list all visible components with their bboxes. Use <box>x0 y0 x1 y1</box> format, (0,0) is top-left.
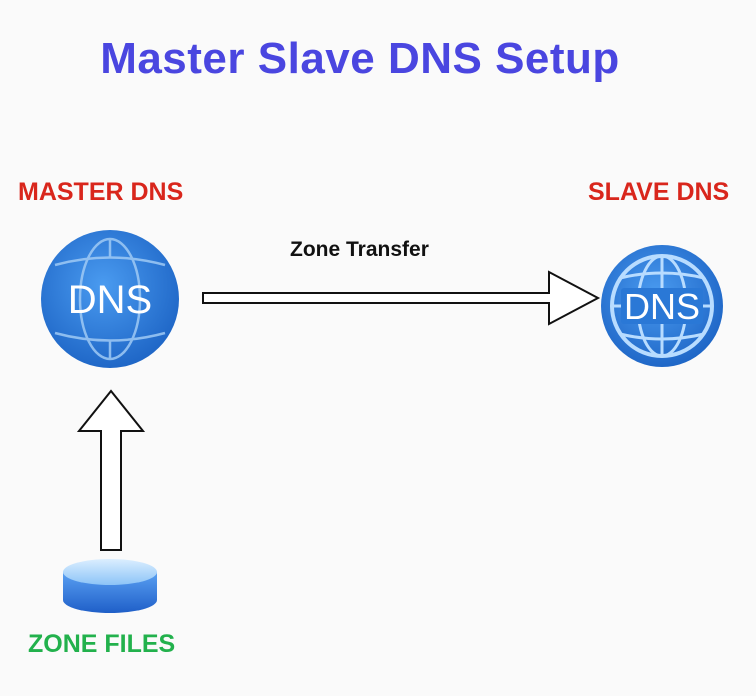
zone-files-label: ZONE FILES <box>28 630 176 658</box>
database-icon <box>63 559 157 613</box>
master-dns-icon: DNS <box>41 230 179 368</box>
zone-transfer-arrow <box>202 270 601 326</box>
master-dns-icon-text: DNS <box>68 278 152 322</box>
slave-dns-icon-text: DNS <box>624 286 700 327</box>
slave-dns-icon: DNS <box>601 245 723 367</box>
diagram-title: Master Slave DNS Setup <box>100 34 620 83</box>
zone-files-to-master-arrow <box>76 389 146 551</box>
slave-dns-label: SLAVE DNS <box>588 178 730 206</box>
master-dns-label: MASTER DNS <box>18 178 184 206</box>
zone-transfer-label: Zone Transfer <box>290 238 429 261</box>
